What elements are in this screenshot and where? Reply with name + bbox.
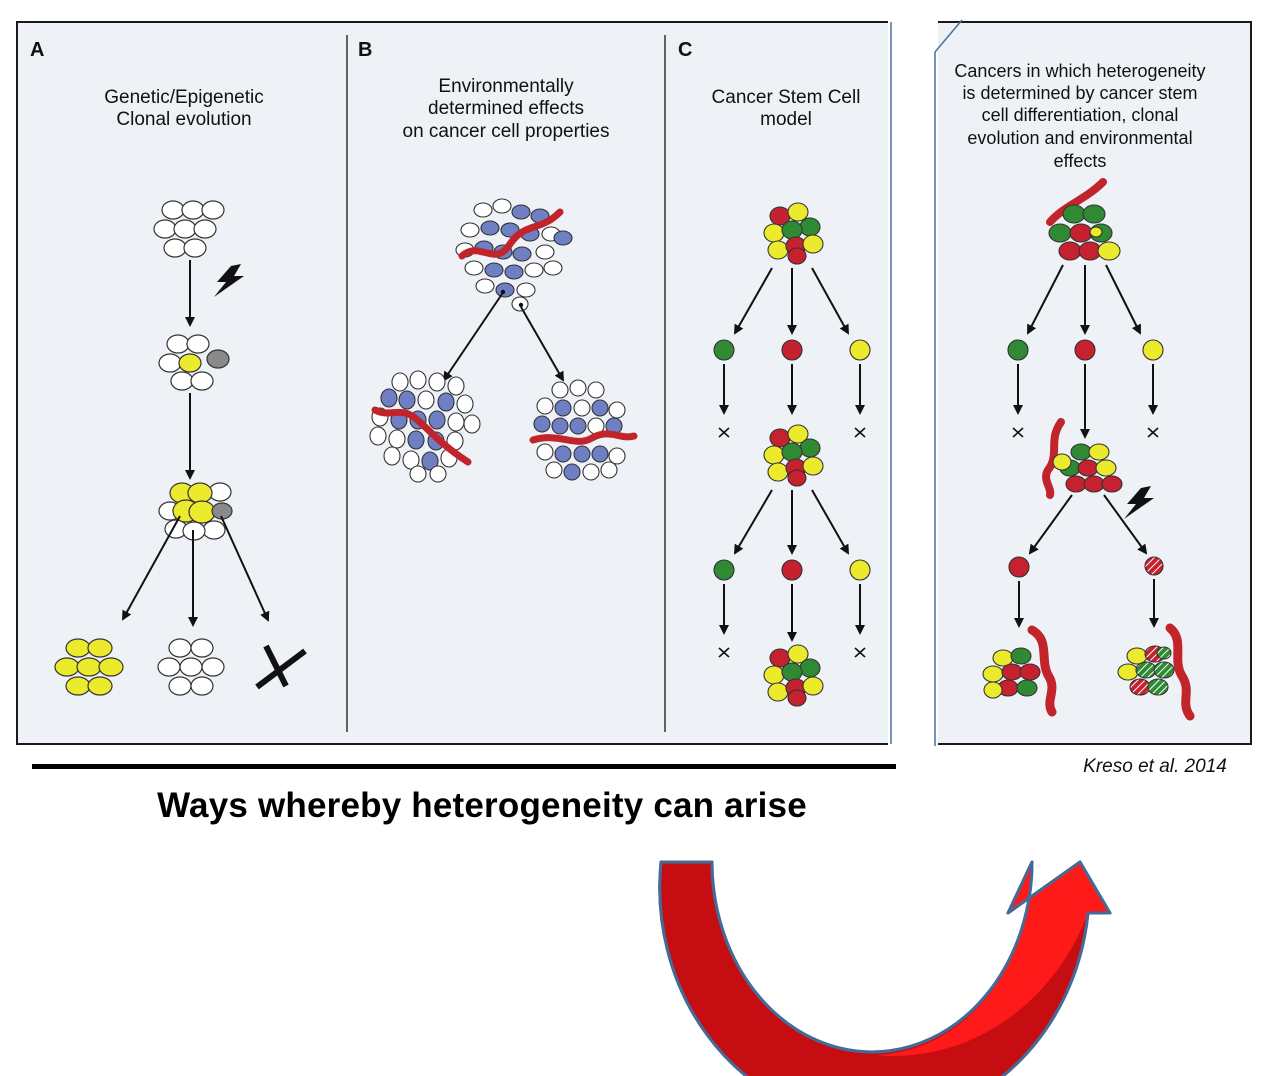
panel-d-title-line: evolution and environmental <box>967 128 1192 148</box>
panel-b-title-line: on cancer cell properties <box>403 121 610 142</box>
curved-arrow-icon <box>658 860 1112 1076</box>
cell-cluster <box>153 200 225 258</box>
panel-d-title-line: cell differentiation, clonal <box>982 105 1179 125</box>
cell-death-x-icon <box>854 647 866 658</box>
panel-d-title-line: is determined by cancer stem <box>962 83 1197 103</box>
panel-a-diagram <box>54 200 307 696</box>
cell <box>1008 556 1164 578</box>
cell-cluster <box>763 644 824 707</box>
panel-b-diagram <box>369 198 638 483</box>
panel-a-title-line: Clonal evolution <box>116 109 251 130</box>
cell-cluster <box>982 647 1041 699</box>
cell-death-x-icon <box>718 427 730 438</box>
panel-d-frame <box>934 21 1252 745</box>
panel-d-diagram <box>982 178 1195 721</box>
panel-b-title-line: determined effects <box>428 98 584 119</box>
lightning-bolt-icon <box>214 264 244 297</box>
cell-death-x-icon <box>718 647 730 658</box>
panel-b-letter: B <box>358 39 372 61</box>
cell-cluster <box>1117 645 1175 696</box>
caption: Ways whereby heterogeneity can arise <box>157 786 807 825</box>
citation: Kreso et al. 2014 <box>1083 756 1227 777</box>
cell <box>713 559 871 581</box>
panel-d-title-line: effects <box>1054 151 1107 171</box>
cell-cluster <box>157 638 225 696</box>
cell-cluster <box>158 334 230 391</box>
panel-b-title-line: Environmentally <box>438 76 574 97</box>
cell-death-x-icon <box>1147 427 1159 438</box>
cell-cluster <box>1048 204 1121 261</box>
caption-underline <box>32 764 896 769</box>
cell-death-x-icon <box>854 427 866 438</box>
cell-cluster <box>158 482 233 541</box>
cell-cluster <box>54 638 124 696</box>
cell <box>1007 339 1164 361</box>
cell-cluster <box>533 379 626 481</box>
cell-cluster <box>763 202 824 265</box>
cell-death-x-icon <box>1012 427 1024 438</box>
panel-c-diagram <box>713 202 871 707</box>
panel-c-letter: C <box>678 39 692 61</box>
cell-cluster <box>763 424 824 487</box>
panel-a-title: Genetic/Epigenetic Clonal evolution <box>104 87 264 130</box>
panel-a-title-line: Genetic/Epigenetic <box>104 87 264 108</box>
panel-b-title: Environmentally determined effects on ca… <box>403 76 610 142</box>
cell <box>713 339 871 361</box>
lightning-bolt-icon <box>1124 486 1154 519</box>
cell-cluster <box>1052 443 1123 493</box>
panel-c-title: Cancer Stem Cell model <box>712 87 861 130</box>
panel-c-title-line: Cancer Stem Cell <box>712 87 861 108</box>
cell-death-x-icon <box>255 644 307 690</box>
panel-a-letter: A <box>30 39 44 61</box>
panel-c-title-line: model <box>760 109 812 130</box>
panel-d-title-line: Cancers in which heterogeneity <box>954 61 1205 81</box>
panel-d-title: Cancers in which heterogeneity is determ… <box>954 61 1205 171</box>
